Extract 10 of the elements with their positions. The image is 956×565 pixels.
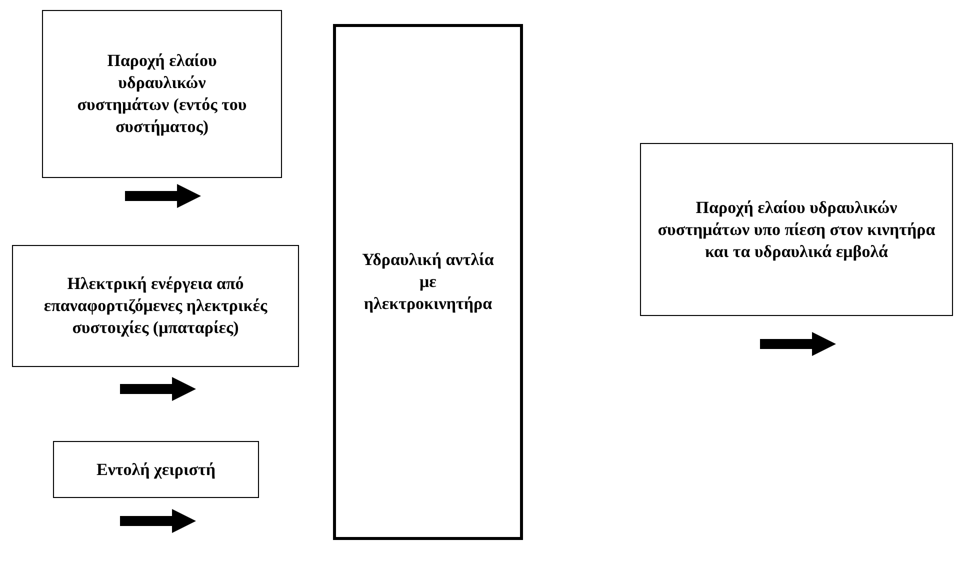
process-box (12, 245, 299, 367)
box-text: Παροχή ελαίου υδραυλικών συστημάτων υπο πίεση στον κινητήρα και τα υδραυλικά εμβολά (657, 196, 936, 262)
box-text: Ηλεκτρική ενέργεια από επαναφορτιζόμενες ηλεκτρικές συστοιχίες (μπαταρίες) (42, 273, 268, 339)
box-text: Εντολή χειριστή (96, 458, 216, 480)
process-box (333, 24, 523, 540)
process-box (53, 441, 259, 498)
box-text: Παροχή ελαίου υδραυλικών συστημάτων (εντός του συστήματος) (76, 50, 248, 138)
box-text: Υδραυλική αντλία με ηλεκτροκινητήρα (361, 249, 495, 315)
process-box (640, 143, 953, 316)
process-box (42, 10, 282, 178)
